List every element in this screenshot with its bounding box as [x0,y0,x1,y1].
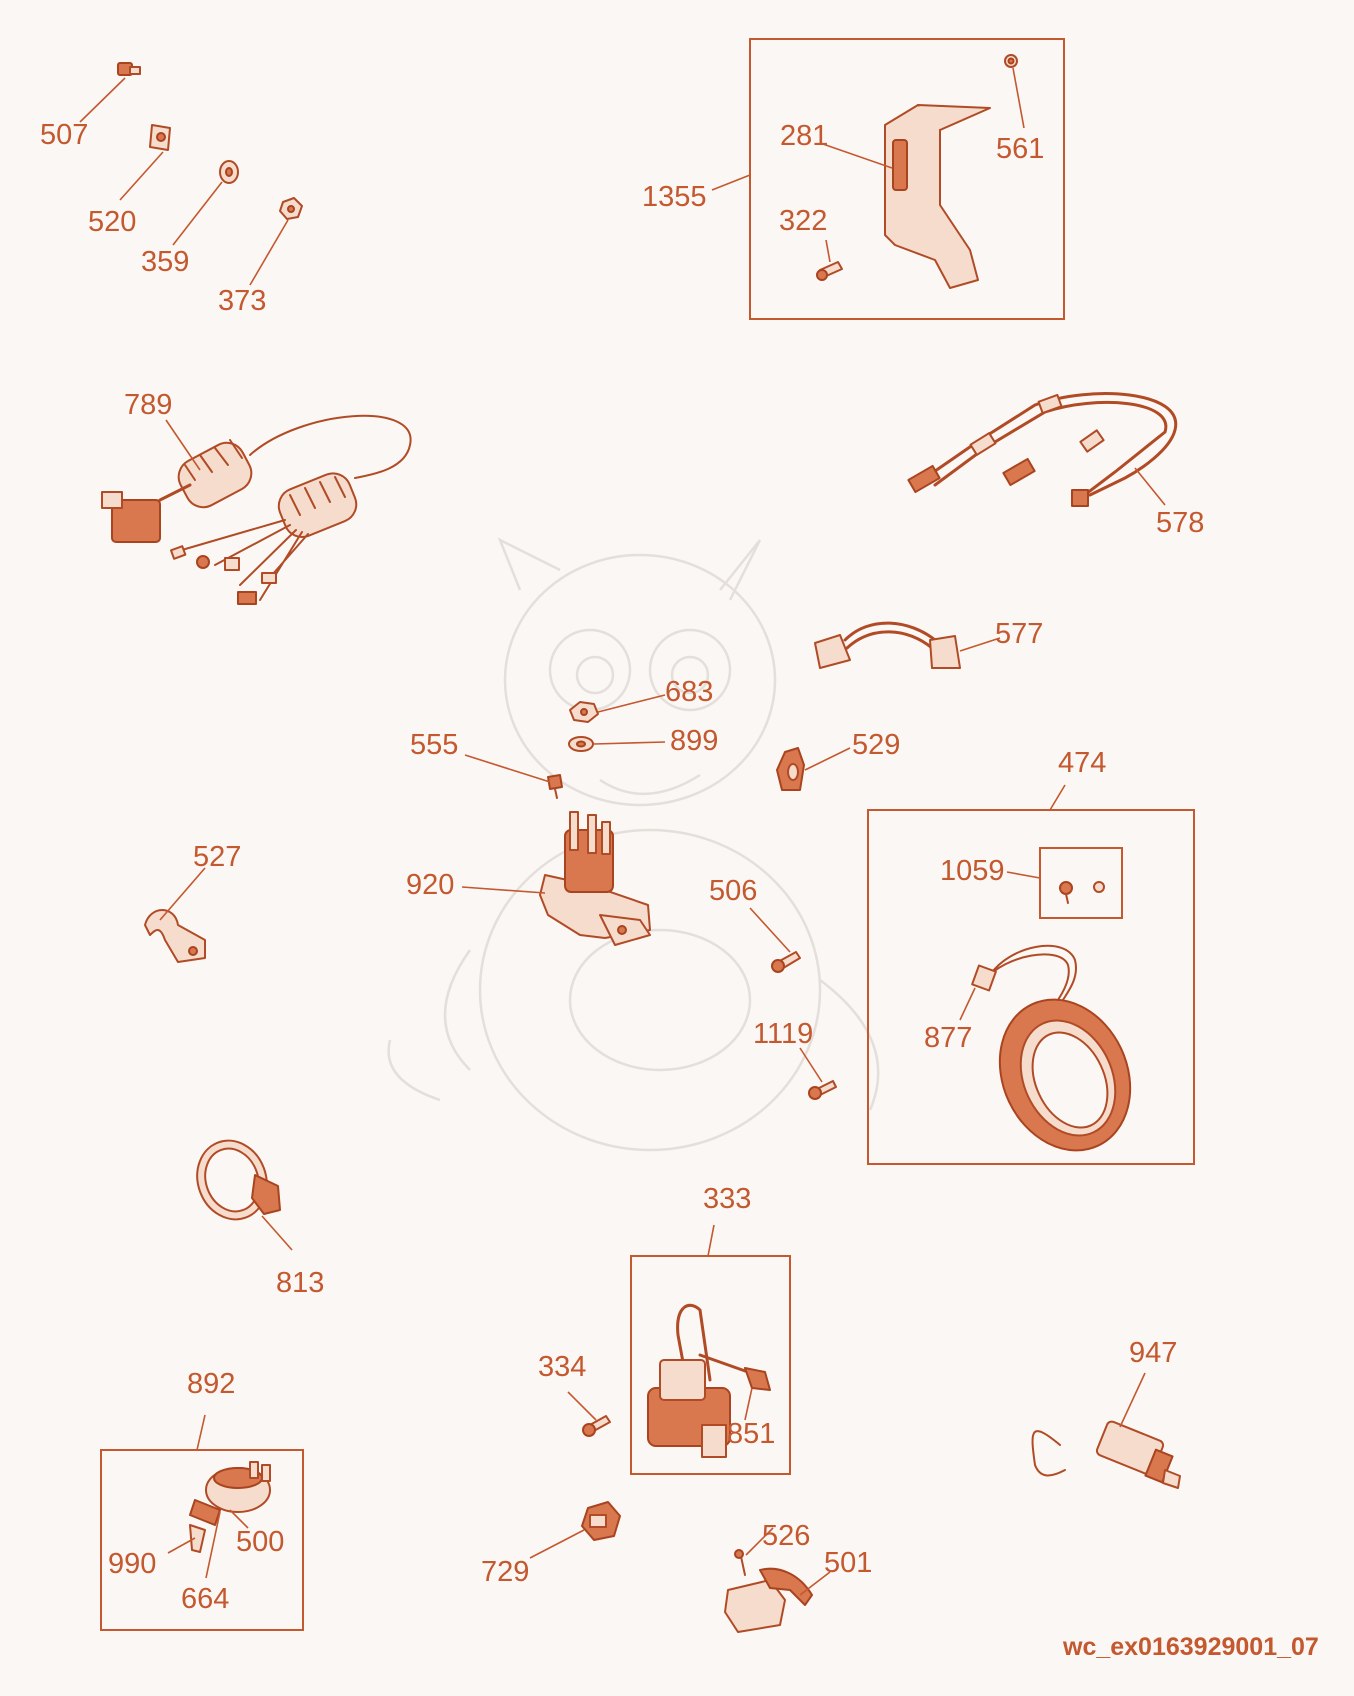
callout-474: 474 [1058,747,1106,779]
callout-333: 333 [703,1183,751,1215]
callout-892: 892 [187,1368,235,1400]
callout-577: 577 [995,618,1043,650]
part-664[interactable]: 664 [181,1511,229,1615]
callout-561: 561 [996,133,1044,165]
callout-500: 500 [236,1526,284,1558]
callout-281: 281 [780,120,828,152]
callout-947: 947 [1129,1337,1177,1369]
part-281[interactable]: 281 [780,104,991,289]
callout-520: 520 [88,206,136,238]
callout-334: 334 [538,1351,586,1383]
part-526[interactable]: 526 [734,1520,810,1576]
part-729[interactable]: 729 [481,1501,621,1588]
part-947[interactable]: 947 [1031,1337,1181,1489]
part-577[interactable]: 577 [814,618,1043,669]
part-578[interactable]: 578 [907,392,1204,539]
part-899[interactable]: 899 [568,725,718,757]
part-990[interactable]: 990 [108,1499,221,1580]
callout-851: 851 [727,1418,775,1450]
callout-990: 990 [108,1548,156,1580]
part-334[interactable]: 334 [538,1351,611,1437]
part-359[interactable]: 359 [141,160,239,278]
kit-892[interactable]: 892 500 990 664 [100,1368,304,1631]
callout-373: 373 [218,285,266,317]
part-520[interactable]: 520 [88,124,171,238]
part-1119[interactable]: 1119 [753,1018,837,1100]
part-506[interactable]: 506 [709,875,801,973]
callout-789: 789 [124,389,172,421]
callout-527: 527 [193,841,241,873]
part-920[interactable]: 920 [406,811,651,946]
callout-555: 555 [410,729,458,761]
kit-474[interactable]: 474 1059 877 [867,747,1195,1172]
part-373[interactable]: 373 [218,197,303,317]
part-813[interactable]: 813 [186,1131,324,1299]
callout-877: 877 [924,1022,972,1054]
callout-359: 359 [141,246,189,278]
part-561[interactable]: 561 [996,54,1044,165]
part-529[interactable]: 529 [776,729,900,791]
kit-1059[interactable]: 1059 [940,847,1123,919]
kit-1355[interactable]: 1355 281 561 322 [642,38,1065,320]
part-507[interactable]: 507 [40,62,141,151]
callout-1355: 1355 [642,181,707,213]
callout-506: 506 [709,875,757,907]
part-500[interactable]: 500 [205,1461,284,1558]
part-527[interactable]: 527 [144,841,241,963]
callout-1119: 1119 [753,1018,813,1050]
callout-501: 501 [824,1547,872,1579]
callout-526: 526 [762,1520,810,1552]
part-789[interactable]: 789 [101,389,412,605]
document-id: wc_ex0163929001_07 [1062,1633,1319,1661]
part-851[interactable]: 851 [727,1367,775,1450]
callout-322: 322 [779,205,827,237]
part-322[interactable]: 322 [779,205,843,281]
callout-507: 507 [40,119,88,151]
callout-683: 683 [665,676,713,708]
part-501[interactable]: 501 [724,1547,872,1633]
callout-813: 813 [276,1267,324,1299]
part-683[interactable]: 683 [569,676,713,723]
callout-664: 664 [181,1583,229,1615]
part-555[interactable]: 555 [410,729,563,799]
callout-920: 920 [406,869,454,901]
kit-333[interactable]: 333 851 [630,1183,791,1475]
watermark-dragon [387,537,880,1152]
callout-899: 899 [670,725,718,757]
callout-529: 529 [852,729,900,761]
callout-729: 729 [481,1556,529,1588]
part-877[interactable]: 877 [924,944,1154,1172]
callout-578: 578 [1156,507,1204,539]
callout-1059: 1059 [940,855,1005,887]
